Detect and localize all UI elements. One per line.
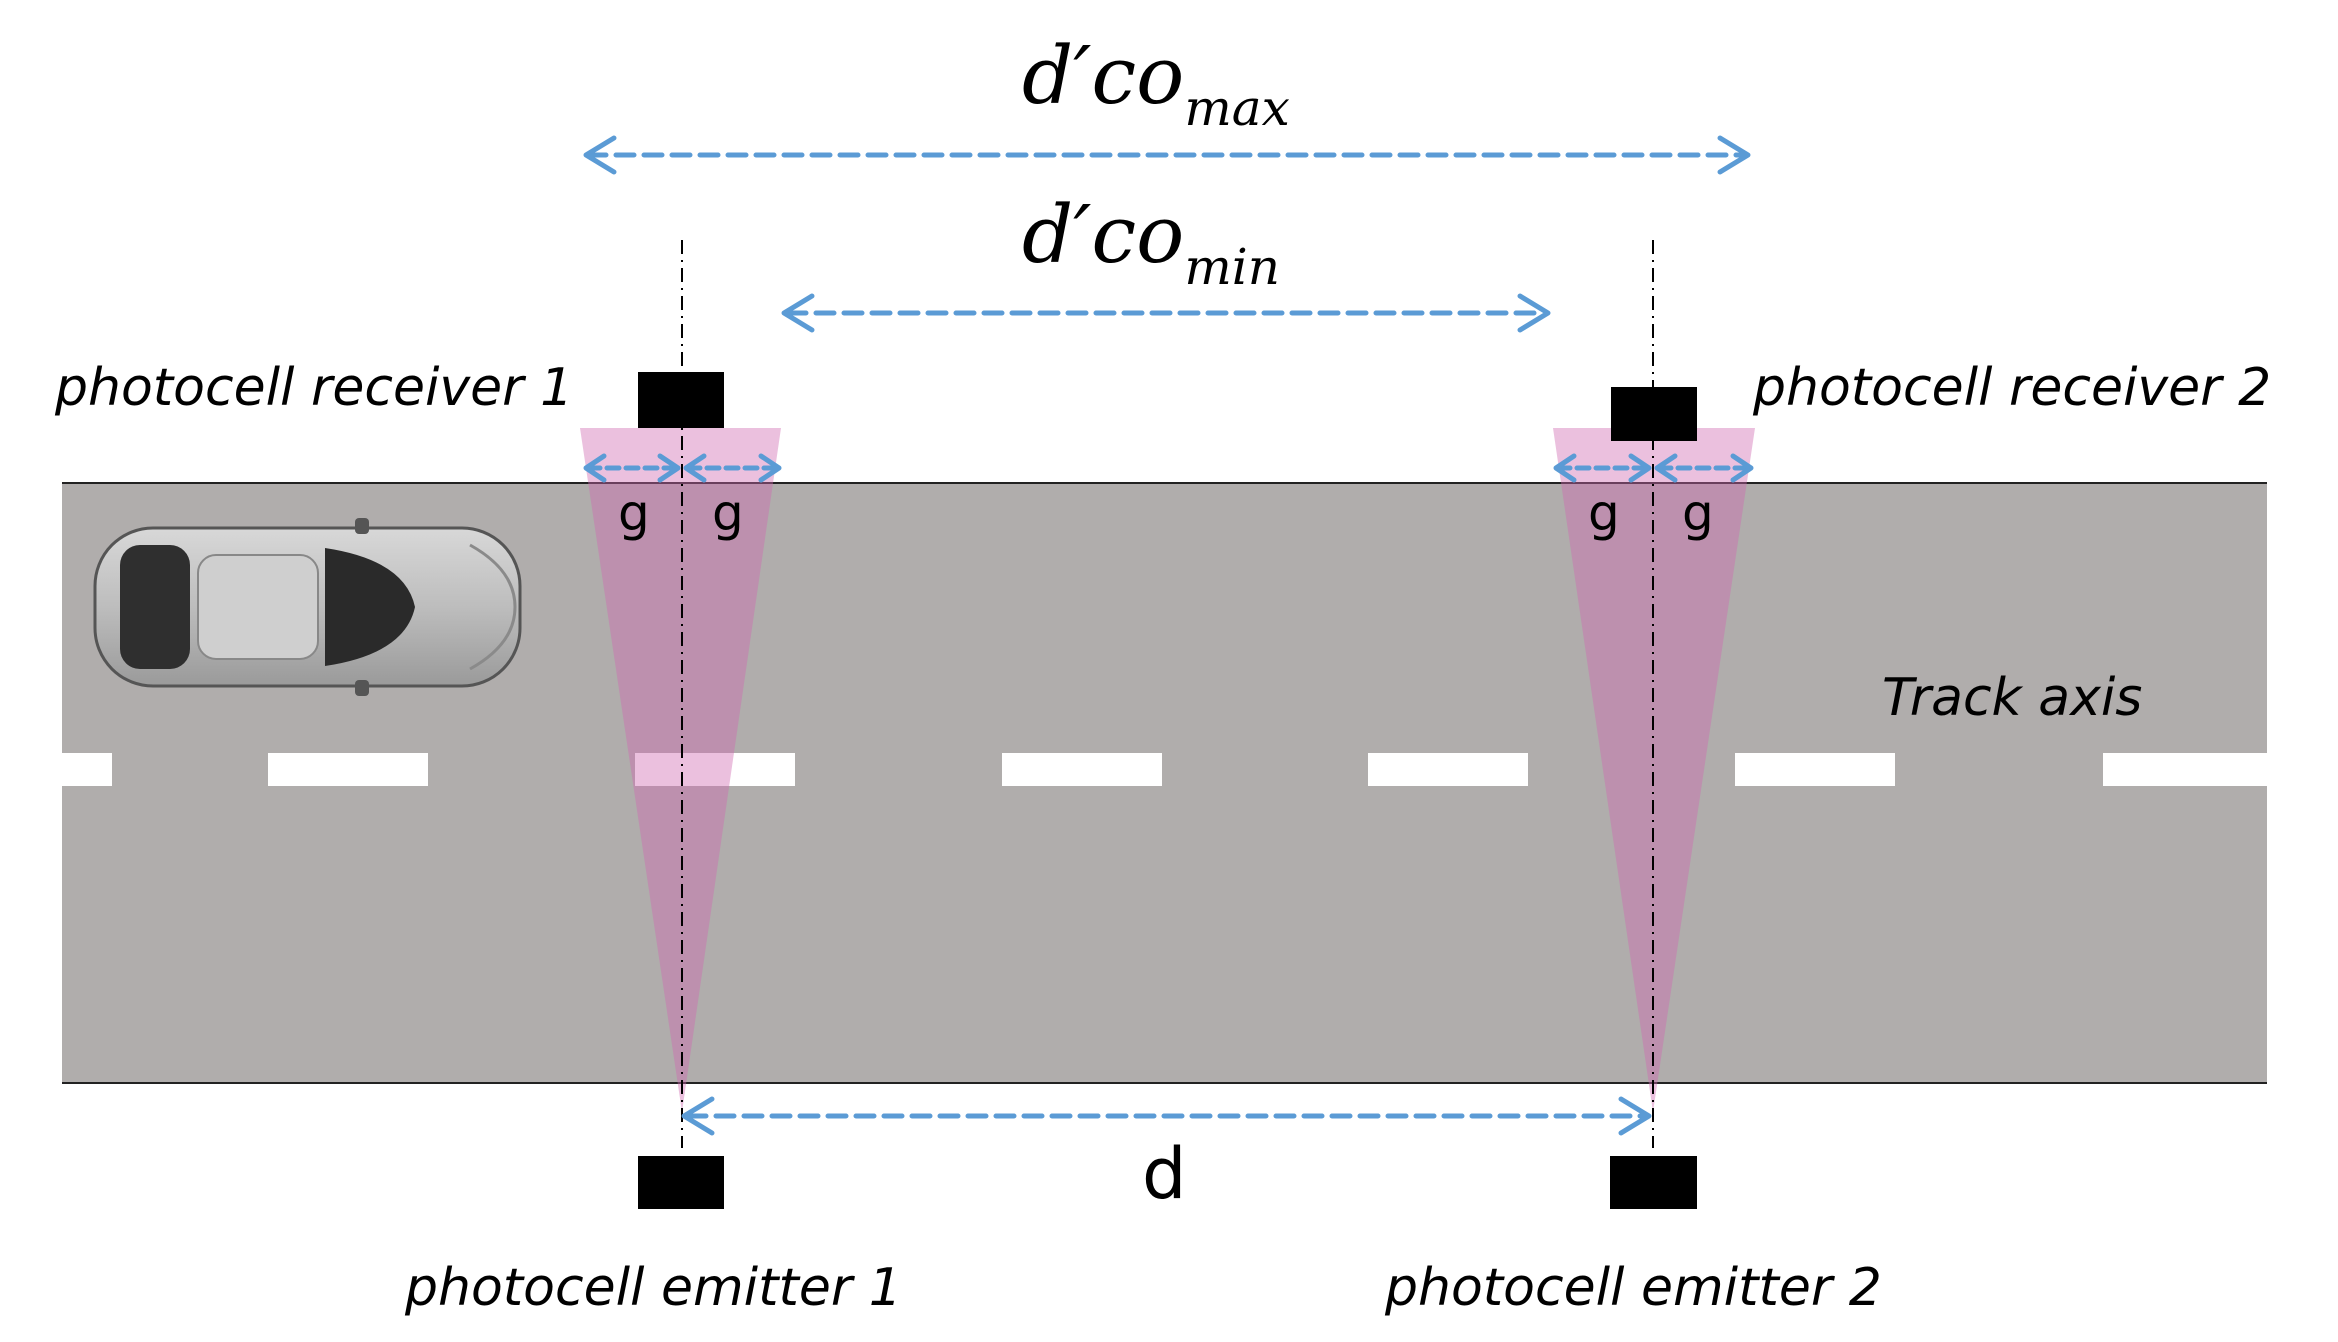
dimension-arrows [583, 135, 1754, 1136]
dco-max-label: d′comax [1022, 29, 1290, 137]
beam-2 [1553, 428, 1755, 1112]
gap-label-2a: g [1588, 484, 1620, 542]
beam-1 [580, 428, 781, 1112]
receiver-2-device [1611, 387, 1697, 441]
receiver-1-label: photocell receiver 1 [54, 358, 573, 418]
beams [580, 428, 1755, 1112]
dco-min-label: d′comin [1022, 188, 1280, 296]
emitter-2-device [1610, 1156, 1697, 1209]
gap-label-1a: g [618, 484, 650, 542]
emitter-1-label: photocell emitter 1 [404, 1258, 902, 1318]
receiver-1-device [638, 372, 724, 428]
lane-markings [62, 753, 2267, 786]
track-axis-label: Track axis [1882, 668, 2142, 728]
emitter-2-label: photocell emitter 2 [1384, 1258, 1882, 1318]
gap-label-1b: g [712, 484, 744, 542]
receiver-2-label: photocell receiver 2 [1752, 358, 2271, 418]
distance-label: d [1142, 1133, 1186, 1215]
emitter-1-device [638, 1156, 724, 1209]
gap-label-2b: g [1682, 484, 1714, 542]
car-top-view-icon [93, 518, 522, 696]
